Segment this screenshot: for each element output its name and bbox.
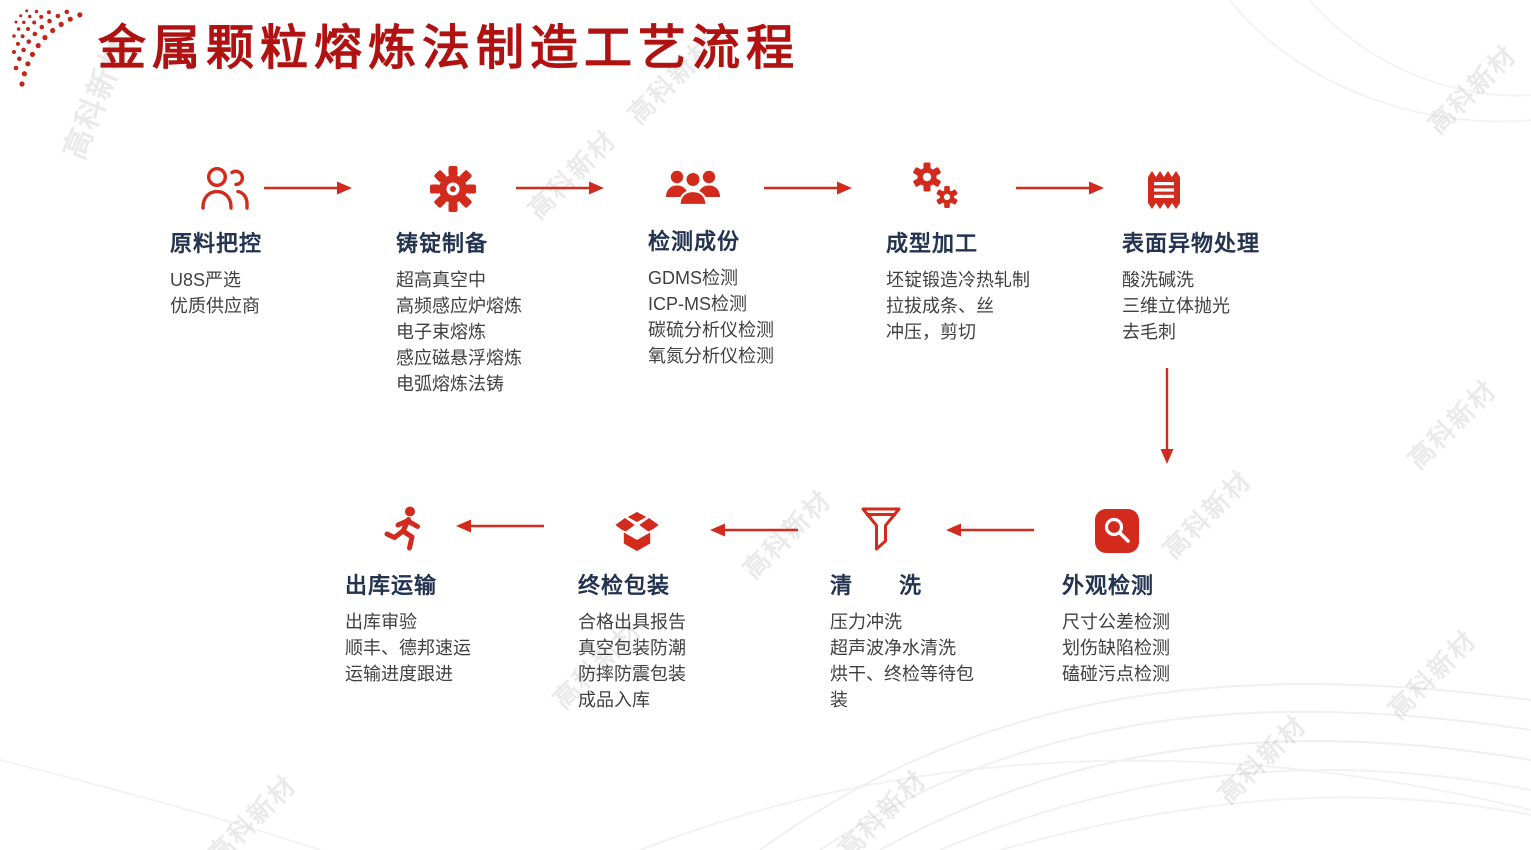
step-title: 外观检测: [1062, 573, 1155, 598]
step-detail: 磕碰污点检测: [1062, 664, 1170, 684]
watermark: 高科新材: [1381, 624, 1483, 725]
flow-arrow-right: [764, 181, 852, 195]
team-icon: [664, 156, 858, 212]
watermark: 高科新材: [1421, 39, 1523, 140]
funnel-icon: [858, 500, 1040, 556]
page-title: 金属颗粒熔炼法制造工艺流程: [98, 22, 801, 75]
step-ingot-preparation: 铸锭制备 超高真空中 高频感应炉熔炼 电子束熔炼 感应磁悬浮熔炼 电弧熔炼法铸: [396, 158, 606, 397]
runner-icon: [381, 500, 555, 556]
step-title: 成型加工: [886, 231, 979, 256]
step-outbound-shipping: 出库运输 出库审验 顺丰、德邦速运 运输进度跟进: [345, 500, 555, 687]
step-detail: 优质供应商: [170, 296, 260, 316]
step-detail: 三维立体抛光: [1122, 296, 1230, 316]
step-title: 出库运输: [345, 573, 438, 598]
flow-arrow-left: [456, 519, 544, 533]
step-raw-material-control: 原料把控 U8S严选 优质供应商: [170, 158, 380, 319]
flow-arrow-left: [946, 523, 1034, 537]
step-title: 铸锭制备: [396, 231, 489, 256]
step-detail: 坯锭锻造冷热轧制: [886, 270, 1030, 290]
flow-arrow-right: [516, 181, 604, 195]
step-detail: 出库审验: [345, 612, 417, 632]
step-composition-testing: 检测成份 GDMS检测 ICP-MS检测 碳硫分析仪检测 氧氮分析仪检测: [648, 156, 858, 369]
step-detail: 冲压，剪切: [886, 322, 976, 342]
flow-arrow-down: [1160, 368, 1174, 464]
step-detail: 超高真空中: [396, 270, 486, 290]
step-detail: 顺丰、德邦速运: [345, 638, 471, 658]
step-detail: ICP-MS检测: [648, 294, 747, 314]
step-detail: GDMS检测: [648, 268, 738, 288]
step-detail: 酸洗碱洗: [1122, 270, 1194, 290]
step-cleaning: 清 洗 压力冲洗 超声波净水清洗 烘干、终检等待包装: [830, 500, 1040, 713]
flow-arrow-right: [264, 181, 352, 195]
step-final-inspection-packaging: 终检包装 合格出具报告 真空包装防潮 防摔防震包装 成品入库: [578, 500, 788, 713]
flow-arrow-left: [710, 523, 798, 537]
watermark: 高科新材: [1211, 709, 1313, 810]
step-detail: 电子束熔炼: [396, 322, 486, 342]
watermark: 高科新材: [831, 764, 933, 850]
step-detail: 尺寸公差检测: [1062, 612, 1170, 632]
step-detail: 防摔防震包装: [578, 664, 686, 684]
step-surface-treatment: 表面异物处理 酸洗碱洗 三维立体抛光 去毛刺: [1122, 158, 1332, 345]
step-detail: 氧氮分析仪检测: [648, 346, 774, 366]
dots-decoration: [12, 7, 91, 87]
step-title: 终检包装: [578, 573, 671, 598]
step-detail: 感应磁悬浮熔炼: [396, 348, 522, 368]
inspection-icon: [1092, 500, 1272, 556]
step-appearance-inspection: 外观检测 尺寸公差检测 划伤缺陷检测 磕碰污点检测: [1062, 500, 1272, 687]
step-detail: 压力冲洗: [830, 612, 902, 632]
step-title: 检测成份: [648, 229, 741, 254]
step-detail: U8S严选: [170, 270, 242, 290]
step-forming-processing: 成型加工 坯锭锻造冷热轧制 拉拔成条、丝 冲压，剪切: [886, 158, 1096, 345]
step-detail: 拉拔成条、丝: [886, 296, 994, 316]
gears-icon: [910, 158, 1096, 214]
watermark: 高科新材: [201, 769, 303, 850]
step-title: 表面异物处理: [1122, 231, 1261, 256]
step-detail: 划伤缺陷检测: [1062, 638, 1170, 658]
flow-arrow-right: [1016, 181, 1104, 195]
receipt-icon: [1144, 158, 1332, 214]
open-box-icon: [610, 500, 788, 556]
step-detail: 电弧熔炼法铸: [396, 374, 504, 394]
step-detail: 烘干、终检等待包装: [830, 664, 974, 710]
people-outline-icon: [198, 158, 380, 214]
step-detail: 去毛刺: [1122, 322, 1176, 342]
step-detail: 合格出具报告: [578, 612, 686, 632]
watermark: 高科新材: [1401, 374, 1503, 475]
step-detail: 碳硫分析仪检测: [648, 320, 774, 340]
step-detail: 高频感应炉熔炼: [396, 296, 522, 316]
step-detail: 超声波净水清洗: [830, 638, 956, 658]
step-title: 清 洗: [830, 573, 923, 598]
step-detail: 成品入库: [578, 690, 650, 710]
gear-icon: [428, 158, 606, 214]
step-detail: 真空包装防潮: [578, 638, 686, 658]
step-detail: 运输进度跟进: [345, 664, 453, 684]
step-title: 原料把控: [170, 231, 263, 256]
